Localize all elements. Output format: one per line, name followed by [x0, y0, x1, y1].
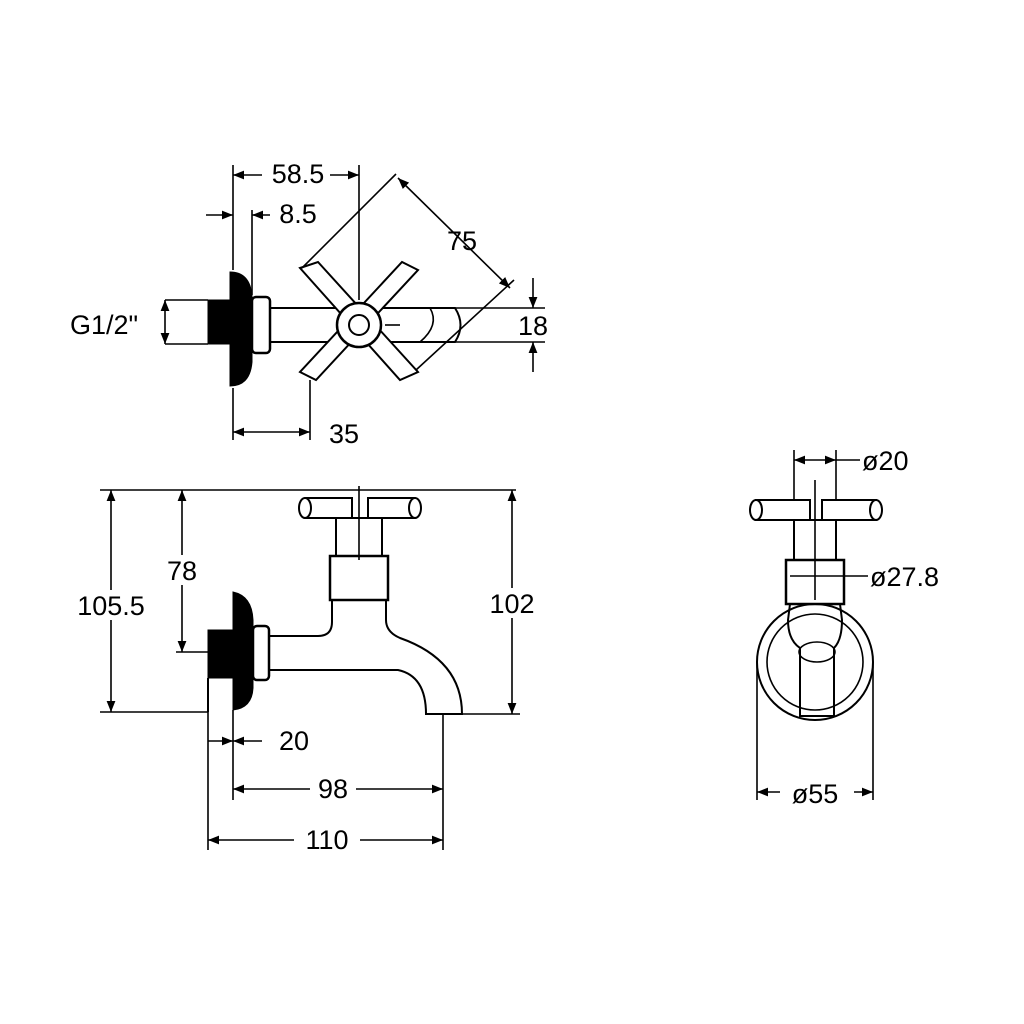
- dim-dia-55: ø55: [792, 779, 839, 809]
- dim-98: 98: [318, 774, 348, 804]
- top-view: 58.5 8.5 75 18 G1/2" 35: [70, 159, 548, 449]
- dim-35: 35: [329, 419, 359, 449]
- side-spout: [786, 603, 844, 717]
- dim-thread: G1/2": [70, 310, 138, 340]
- front-spout: [269, 597, 464, 715]
- front-nut: [251, 624, 271, 682]
- dim-78: 78: [167, 556, 197, 586]
- dim-dia-20: ø20: [862, 446, 909, 476]
- side-handle: [749, 499, 883, 521]
- front-bonnet: [328, 554, 390, 602]
- top-flange: [229, 271, 253, 387]
- dim-110: 110: [305, 825, 348, 855]
- dim-8-5: 8.5: [279, 199, 317, 229]
- top-thread: [207, 299, 231, 345]
- dim-105-5: 105.5: [77, 591, 145, 621]
- front-view: 105.5 78 102 20 98 110: [77, 486, 542, 855]
- dim-102: 102: [489, 589, 534, 619]
- top-hub: [335, 301, 383, 349]
- dim-18: 18: [518, 311, 548, 341]
- dim-dia-27-8: ø27.8: [870, 562, 939, 592]
- side-view: ø20 ø27.8 ø55: [749, 446, 939, 809]
- front-thread: [207, 629, 234, 679]
- top-nut: [250, 295, 272, 355]
- dim-58-5: 58.5: [272, 159, 325, 189]
- dim-75: 75: [447, 226, 477, 256]
- dim-20: 20: [279, 726, 309, 756]
- front-handle: [298, 497, 422, 519]
- front-flange: [232, 591, 254, 711]
